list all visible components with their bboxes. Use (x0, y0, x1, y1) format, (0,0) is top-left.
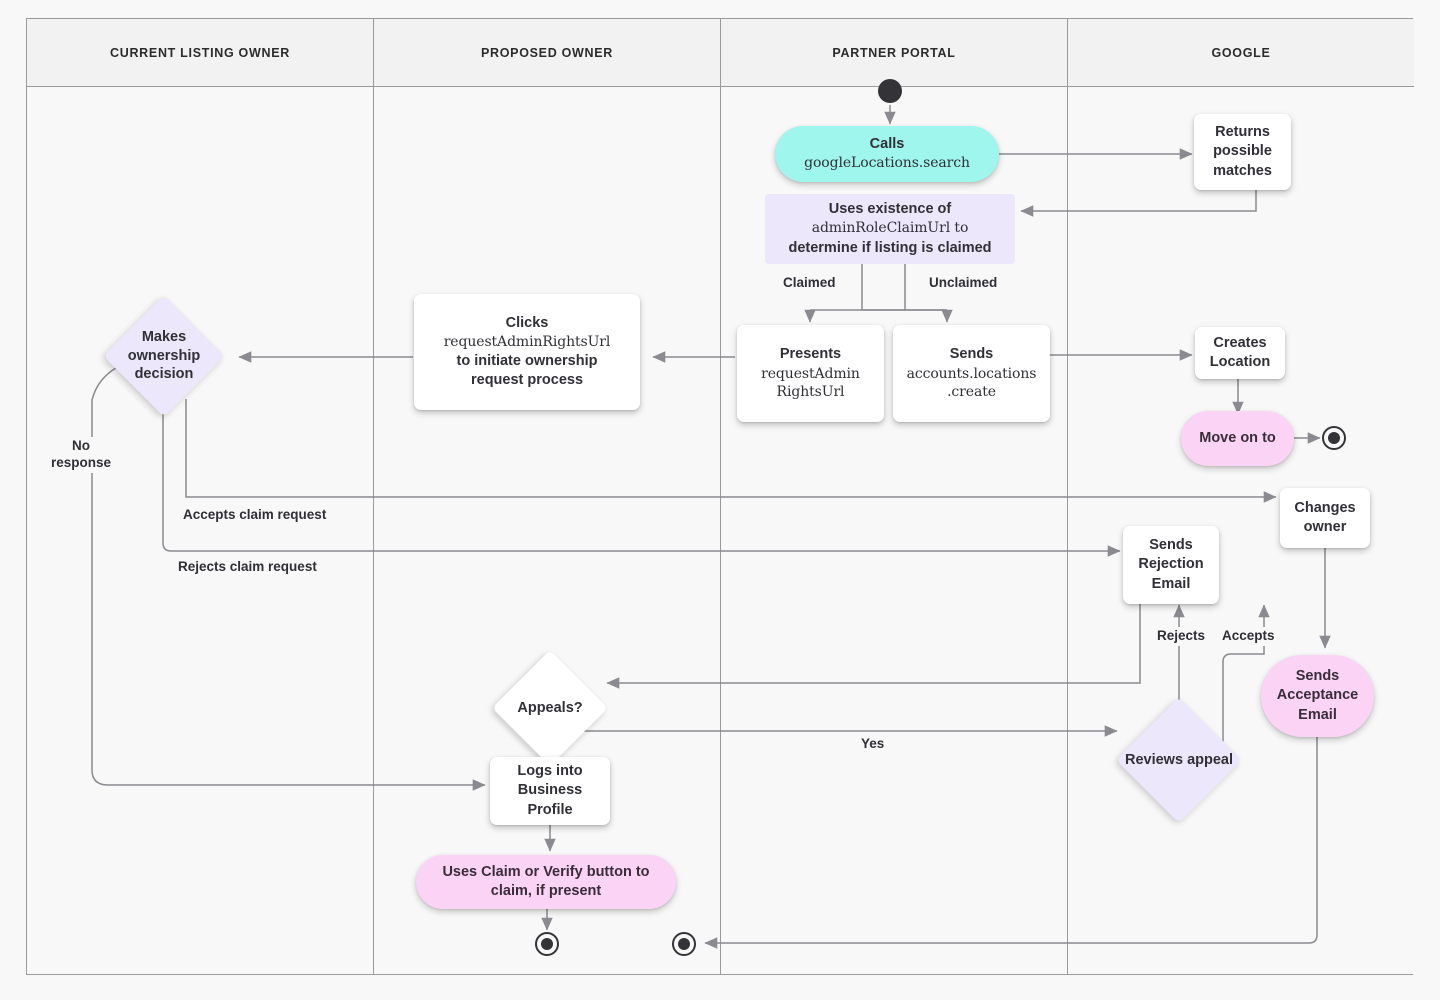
node-line: Creates (1213, 334, 1267, 351)
lane-header-label: CURRENT LISTING OWNER (110, 45, 290, 60)
node-line-mono: .create (947, 384, 996, 401)
node-makes-ownership-decision[interactable]: Makes ownership decision (103, 295, 225, 417)
node-line-mono: RightsUrl (776, 384, 845, 401)
node-line: ownership (127, 347, 201, 364)
lane-body-proposed-owner (374, 87, 721, 974)
lane-header-partner-portal: PARTNER PORTAL (721, 19, 1068, 87)
node-line: Calls (869, 136, 905, 153)
node-line: Sends (1149, 537, 1193, 554)
node-line: Sends (1295, 668, 1340, 685)
node-line: Email (1298, 706, 1337, 723)
node-move-on-to[interactable]: Move on to (1181, 411, 1294, 466)
end-node-proposed-owner (535, 932, 559, 956)
node-line: appeal (1187, 751, 1233, 768)
node-line-mono: adminRoleClaimUrl to (811, 220, 969, 237)
node-calls-google-locations-search[interactable]: Calls googleLocations.search (775, 126, 999, 182)
edge-label-line: response (50, 454, 112, 470)
node-line: determine if listing is claimed (788, 239, 992, 256)
node-line: Move on to (1199, 429, 1276, 446)
node-line: Profile (527, 801, 573, 818)
node-line: Appeals? (517, 699, 583, 716)
node-line: Email (1151, 575, 1191, 592)
lane-header-label: GOOGLE (1211, 45, 1271, 60)
node-line-mono: requestAdmin (761, 365, 860, 382)
end-node-google (1322, 426, 1346, 450)
node-line: Sends (949, 346, 994, 363)
node-line: Rejection (1138, 556, 1204, 573)
node-line: to initiate ownership (456, 352, 598, 369)
node-line: Acceptance (1276, 687, 1359, 704)
node-line: Logs into (517, 763, 583, 780)
edge-label-unclaimed: Unclaimed (925, 274, 1002, 293)
lane-header-label: PROPOSED OWNER (480, 45, 614, 60)
node-sends-accounts-locations-create[interactable]: Sends accounts.locations .create (893, 325, 1050, 422)
diamond-label: Makes ownership decision (104, 296, 224, 416)
node-presents-request-admin-rights-url[interactable]: Presents requestAdmin RightsUrl (737, 325, 884, 422)
node-line: Changes (1294, 499, 1356, 516)
node-creates-location[interactable]: Creates Location (1195, 327, 1285, 379)
node-line: Makes (141, 328, 187, 345)
node-reviews-appeal[interactable]: Reviews appeal (1116, 697, 1242, 823)
node-line: Location (1209, 354, 1271, 370)
edge-label-rejects: Rejects (1153, 627, 1210, 646)
node-line: request process (470, 371, 584, 388)
node-sends-rejection-email[interactable]: Sends Rejection Email (1123, 526, 1219, 604)
lane-header-proposed-owner: PROPOSED OWNER (374, 19, 721, 87)
node-line: adminRoleClaimUrl to (812, 219, 969, 238)
diamond-label: Appeals? (492, 650, 608, 766)
node-line: Uses existence of (828, 201, 952, 218)
start-node-partner-portal (878, 79, 902, 103)
node-line: Returns (1215, 124, 1270, 141)
end-node-partner-portal (672, 932, 696, 956)
node-uses-claim-or-verify-button[interactable]: Uses Claim or Verify button to claim, if… (416, 855, 676, 909)
diamond-label: Reviews appeal (1116, 697, 1242, 823)
edge-label-accepts: Accepts (1218, 627, 1279, 646)
node-changes-owner[interactable]: Changes owner (1280, 488, 1370, 548)
node-line-mono: requestAdminRightsUrl (443, 334, 611, 351)
node-line: matches (1213, 162, 1272, 179)
edge-label-claimed: Claimed (779, 274, 840, 293)
edge-label-line: No (72, 438, 90, 453)
node-uses-existence-of-admin-role-claim-url[interactable]: Uses existence of adminRoleClaimUrl to d… (765, 194, 1015, 264)
node-returns-possible-matches[interactable]: Returns possible matches (1194, 114, 1291, 190)
edge-label-no-response: No response (42, 437, 120, 473)
lane-header-current-listing-owner: CURRENT LISTING OWNER (27, 19, 374, 87)
node-line: owner (1303, 519, 1347, 535)
node-line: claim, if present (490, 883, 602, 899)
node-clicks-request-admin-rights-url[interactable]: Clicks requestAdminRightsUrl to initiate… (414, 294, 640, 410)
node-line: Business (517, 782, 583, 799)
node-sends-acceptance-email[interactable]: Sends Acceptance Email (1261, 655, 1374, 737)
node-line: Clicks (505, 314, 549, 331)
lane-header-label: PARTNER PORTAL (832, 45, 956, 60)
node-line: possible (1213, 143, 1272, 160)
node-line: Uses Claim or Verify button to (442, 863, 650, 880)
edge-label-accepts-claim-request: Accepts claim request (179, 506, 331, 525)
node-line-mono: accounts.locations (906, 365, 1037, 382)
node-appeals[interactable]: Appeals? (492, 650, 608, 766)
node-line: Presents (779, 346, 842, 363)
edge-label-rejects-claim-request: Rejects claim request (174, 558, 321, 577)
node-line-mono: googleLocations.search (804, 155, 970, 172)
lane-header-google: GOOGLE (1068, 19, 1414, 87)
node-line: Reviews (1124, 751, 1184, 768)
lane-body-current-listing-owner (27, 87, 374, 974)
node-logs-into-business-profile[interactable]: Logs into Business Profile (490, 757, 610, 825)
node-line: decision (134, 366, 194, 383)
edge-label-yes: Yes (857, 735, 889, 754)
